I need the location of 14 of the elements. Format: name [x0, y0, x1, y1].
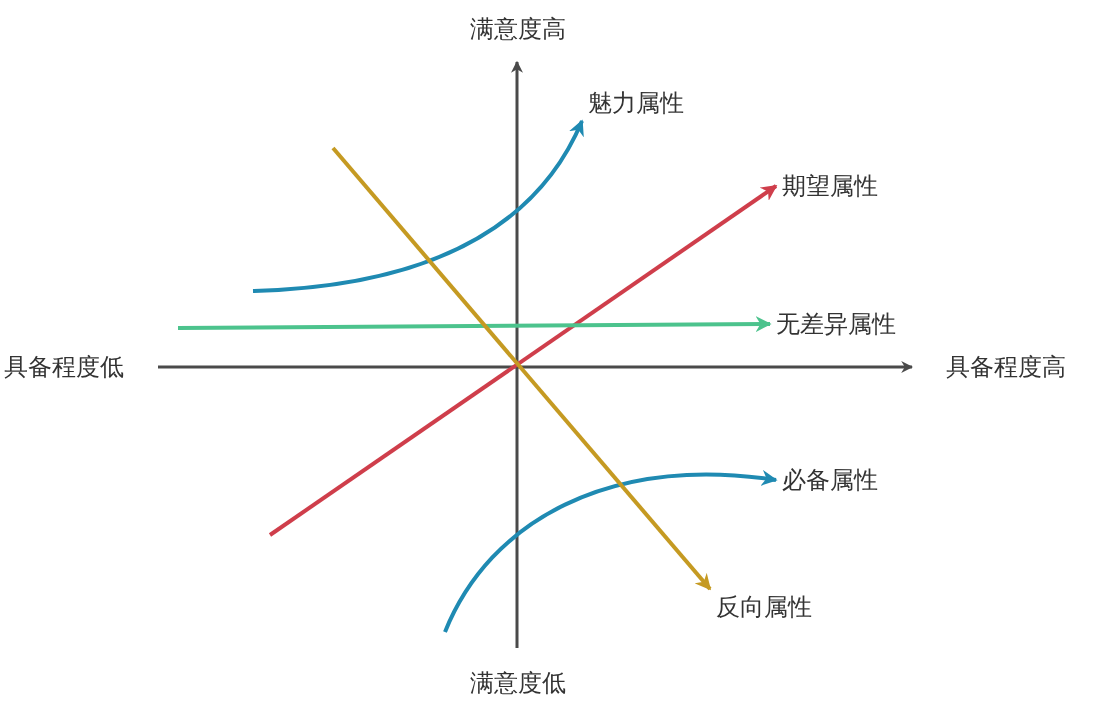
attribute-label: 魅力属性 [582, 85, 690, 121]
axis-label: 具备程度高 [946, 352, 1066, 382]
axis-label: 具备程度低 [4, 352, 124, 382]
attribute-label: 无差异属性 [770, 306, 902, 342]
attribute-label: 反向属性 [710, 589, 818, 625]
attribute-label: 必备属性 [776, 462, 884, 498]
curve-arrow [178, 316, 772, 333]
axis-label: 满意度高 [470, 14, 566, 44]
curve-arrow [268, 184, 778, 537]
curve-arrow [331, 146, 712, 591]
curve-arrow [443, 470, 778, 633]
attribute-label: 期望属性 [776, 168, 884, 204]
axis-label: 满意度低 [470, 668, 566, 698]
curve-arrow [252, 119, 584, 293]
